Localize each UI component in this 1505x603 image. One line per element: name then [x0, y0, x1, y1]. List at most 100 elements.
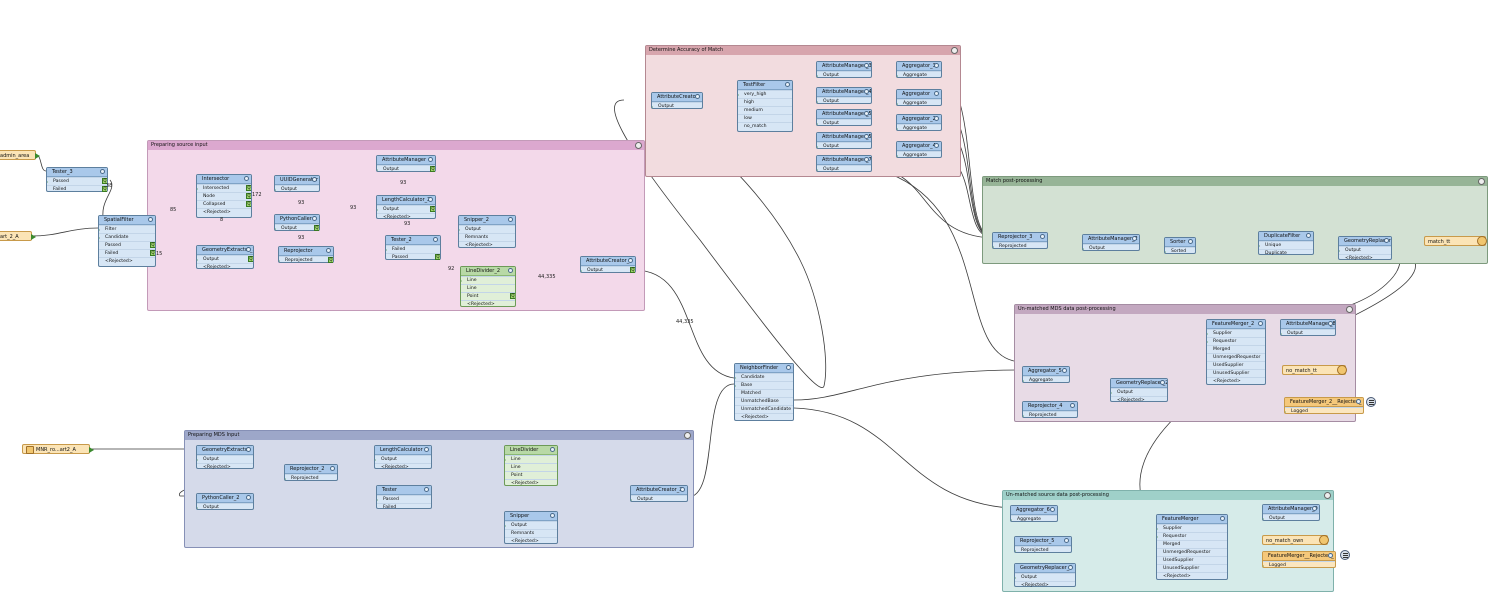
transformer-featuremerger-2[interactable]: FeatureMerger_2 Supplier Requestor Merge…: [1206, 319, 1266, 385]
gear-icon[interactable]: [148, 217, 153, 222]
count-label: 38: [106, 183, 113, 189]
collapse-icon[interactable]: [1478, 178, 1485, 185]
transformer-featuremerger-2-rejected[interactable]: FeatureMerger_2__Rejected_Logged: [1284, 397, 1364, 415]
gear-icon[interactable]: [312, 216, 317, 221]
collapse-icon[interactable]: [1346, 306, 1353, 313]
bookmark-title: Match post-processing: [983, 177, 1487, 186]
collapse-icon[interactable]: [684, 432, 691, 439]
count-label: 44,335: [676, 319, 694, 325]
count-label: 93: [350, 205, 357, 211]
count-label: 93: [400, 180, 407, 186]
gear-icon[interactable]: [428, 157, 433, 162]
logger-icon[interactable]: [1366, 397, 1376, 407]
writer-no-match-own[interactable]: no_match_own: [1262, 535, 1329, 545]
bookmark-match-post[interactable]: Match post-processing: [982, 176, 1488, 264]
transformer-testfilter[interactable]: TestFilter very_high high medium low no_…: [737, 80, 793, 132]
transformer-attributecreator[interactable]: AttributeCreator Output: [651, 92, 703, 110]
transformer-snipper-2[interactable]: Snipper_2 Output Remnants <Rejected>: [458, 215, 516, 248]
writer-icon: [1477, 236, 1487, 246]
transformer-neighborfinder[interactable]: NeighborFinder Candidate Base Matched Un…: [734, 363, 794, 421]
gear-icon[interactable]: [246, 247, 251, 252]
inspect-icon: Q: [150, 250, 155, 256]
transformer-featuremerger-rejected[interactable]: FeatureMerger__Rejected_Logged: [1262, 551, 1336, 569]
count-label: 93: [404, 221, 411, 227]
collapse-icon[interactable]: [1324, 492, 1331, 499]
gear-icon[interactable]: [628, 258, 633, 263]
collapse-icon[interactable]: [951, 47, 958, 54]
writer-icon: [1319, 535, 1329, 545]
collapse-icon[interactable]: [635, 142, 642, 149]
bookmark-title: Preparing source input: [148, 141, 644, 150]
gear-icon[interactable]: [433, 237, 438, 242]
gear-icon[interactable]: [326, 248, 331, 253]
gear-icon[interactable]: [100, 169, 105, 174]
logger-icon[interactable]: [1340, 550, 1350, 560]
writer-match-tt[interactable]: match_tt: [1424, 236, 1487, 246]
count-label: 172: [252, 192, 262, 198]
inspect-icon: Q: [102, 186, 107, 192]
gear-icon[interactable]: [244, 176, 249, 181]
gear-icon[interactable]: [428, 197, 433, 202]
inspect-icon: Q: [150, 242, 155, 248]
reader-mnr[interactable]: MNR_ro...art2_A: [22, 444, 94, 454]
gear-icon[interactable]: [312, 177, 317, 182]
writer-no-match-tt[interactable]: no_match_tt: [1282, 365, 1347, 375]
count-label: 8: [220, 217, 224, 223]
gear-icon[interactable]: [785, 82, 790, 87]
gear-icon[interactable]: [508, 217, 513, 222]
bookmark-preparing-mds[interactable]: Preparing MDS Input: [184, 430, 694, 548]
bookmark-title: Preparing MDS Input: [185, 431, 693, 440]
gear-icon[interactable]: [695, 94, 700, 99]
transformer-uuidgenerator[interactable]: UUIDGenerator Output: [274, 175, 320, 193]
count-label: 44,335: [538, 274, 556, 280]
gear-icon[interactable]: [508, 268, 513, 273]
inspect-icon: Q: [102, 178, 107, 184]
writer-icon: [1337, 365, 1347, 375]
reader-admin-area[interactable]: admin_area: [0, 150, 40, 160]
reader-art-2-a[interactable]: art_2_A: [0, 231, 36, 241]
